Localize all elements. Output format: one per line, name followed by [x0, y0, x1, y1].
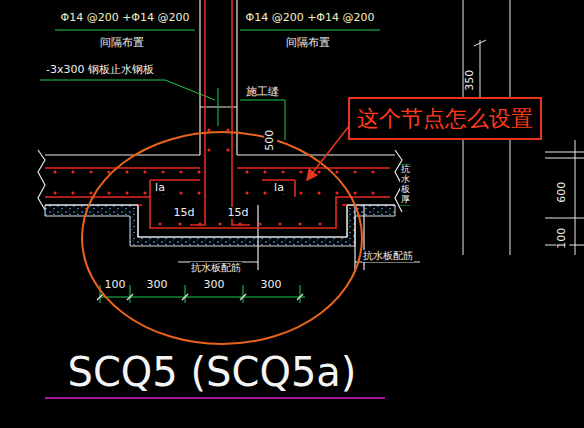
- rebar-dot: [198, 222, 201, 225]
- rebar-dot: [178, 222, 181, 225]
- rebar-dot: [238, 222, 241, 225]
- thickness-label: 抗水板厚: [400, 165, 411, 205]
- rebar-dot: [71, 191, 74, 194]
- rebar-note: 间隔布置: [285, 37, 331, 50]
- rebar-dot: [197, 191, 200, 194]
- rebar-dot: [53, 191, 56, 194]
- rebar-dot: [317, 170, 320, 173]
- rebar-dot: [263, 191, 266, 194]
- dimension: 300: [146, 279, 169, 292]
- rebar-dot: [158, 222, 161, 225]
- rebar-dot: [281, 170, 284, 173]
- dimension: 300: [260, 279, 283, 292]
- dimension: 100: [556, 226, 569, 249]
- rebar-dot: [353, 170, 356, 173]
- rebar-dot: [335, 191, 338, 194]
- rebar-dot: [179, 191, 182, 194]
- rebar-dot: [299, 191, 302, 194]
- rebar-dot: [207, 148, 210, 151]
- rebar-dot: [258, 222, 261, 225]
- dimension: 300: [203, 279, 226, 292]
- rebar-dot: [371, 170, 374, 173]
- rebar-dot: [71, 170, 74, 173]
- rebar-note: 间隔布置: [99, 37, 145, 50]
- rebar-dot: [125, 170, 128, 173]
- rebar-dot: [125, 191, 128, 194]
- rebar-dot: [278, 222, 281, 225]
- rebar-dot: [179, 170, 182, 173]
- dimension: 500: [264, 128, 277, 151]
- rebar-dot: [197, 170, 200, 173]
- rebar-dot: [318, 222, 321, 225]
- bend-label: 15d: [227, 207, 250, 220]
- rebar-dot: [89, 191, 92, 194]
- rebar-dot: [89, 170, 92, 173]
- callout-text: 这个节点怎么设置: [357, 104, 533, 134]
- rebar-spec: Φ14 @200 +Φ14 @200: [244, 12, 375, 25]
- rebar-dot: [226, 148, 229, 151]
- rebar-dot: [218, 222, 221, 225]
- waterstop-label: -3x300 钢板止水钢板: [45, 64, 155, 77]
- rebar-dot: [335, 170, 338, 173]
- rebar-dot: [299, 170, 302, 173]
- rebar-dot: [161, 170, 164, 173]
- rebar-dot: [353, 191, 356, 194]
- joint-label: 施工缝: [245, 86, 280, 99]
- rebar-dot: [143, 191, 146, 194]
- rebar-dot: [298, 222, 301, 225]
- dimension: 600: [556, 180, 569, 203]
- rebar-dot: [371, 191, 374, 194]
- detail-title: SCQ5 (SCQ5a): [67, 349, 358, 395]
- anchor-label: la: [273, 182, 285, 195]
- bend-label: 15d: [173, 207, 196, 220]
- rebar-dot: [53, 170, 56, 173]
- rebar-label: 抗水板配筋: [190, 262, 242, 274]
- rebar-dot: [245, 170, 248, 173]
- rebar-dot: [143, 170, 146, 173]
- rebar-dot: [207, 128, 210, 131]
- callout-box: 这个节点怎么设置: [348, 97, 542, 140]
- rebar-dot: [245, 191, 248, 194]
- anchor-label: la: [154, 182, 166, 195]
- rebar-dot: [263, 170, 266, 173]
- rebar-spec: Φ14 @200 +Φ14 @200: [59, 12, 190, 25]
- rebar-dot: [317, 191, 320, 194]
- rebar-label: 抗水板配筋: [362, 250, 414, 262]
- rebar-dot: [107, 191, 110, 194]
- dimension: 100: [104, 279, 127, 292]
- dimension: 350: [464, 68, 477, 91]
